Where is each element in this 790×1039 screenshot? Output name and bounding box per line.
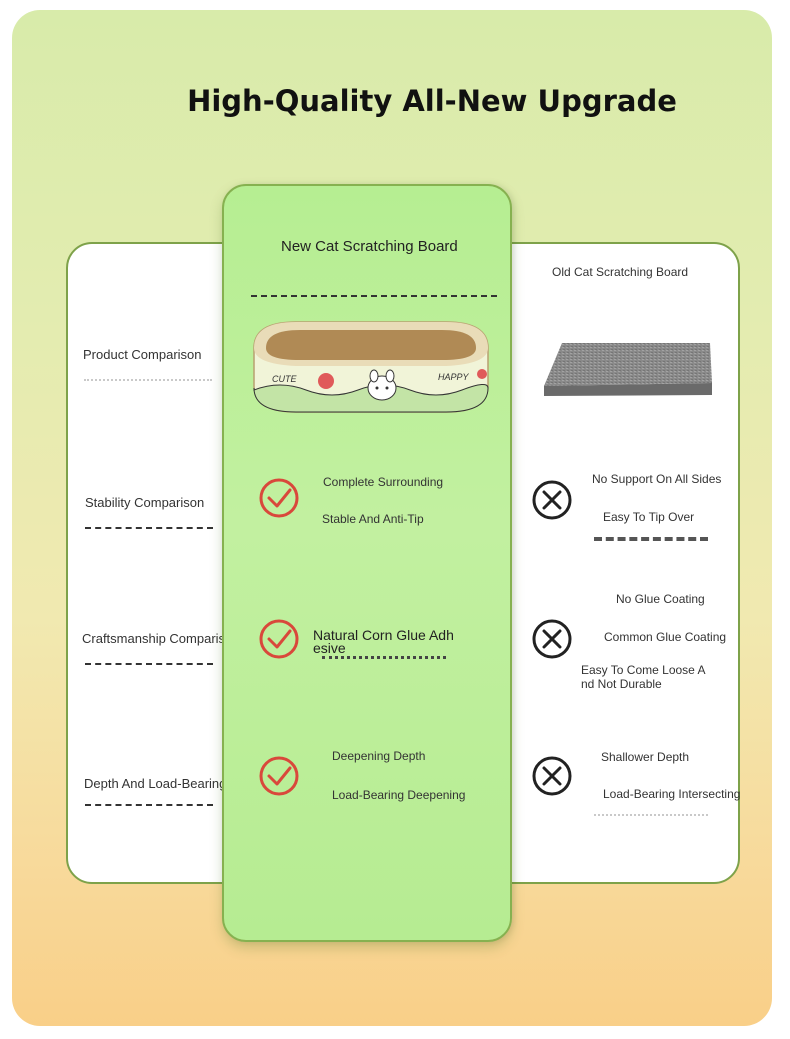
check-circle-icon <box>259 478 299 518</box>
old-board-image <box>544 343 712 396</box>
page-title: High-Quality All-New Upgrade <box>187 84 677 118</box>
divider <box>85 804 213 806</box>
new-stability-line-2: Stable And Anti-Tip <box>322 512 424 526</box>
new-board-heading: New Cat Scratching Board <box>281 238 458 255</box>
old-stability-line-1: No Support On All Sides <box>592 472 722 486</box>
divider <box>85 663 213 665</box>
new-depth-line-1: Deepening Depth <box>332 749 426 763</box>
new-craft-line-2: esive <box>313 640 346 656</box>
x-circle-icon <box>532 619 572 659</box>
old-craft-line-4: nd Not Durable <box>581 677 662 691</box>
old-craft-line-3: Easy To Come Loose A <box>581 663 706 677</box>
new-stability-line-1: Complete Surrounding <box>323 475 444 489</box>
x-circle-icon <box>532 756 572 796</box>
check-circle-icon <box>259 756 299 796</box>
old-board-heading: Old Cat Scratching Board <box>552 265 689 279</box>
product-print-cute: CUTE <box>272 374 297 384</box>
label-product-comparison: Product Comparison <box>83 347 202 362</box>
old-depth-line-2: Load-Bearing Intersecting <box>603 787 741 801</box>
label-stability-comparison: Stability Comparison <box>85 495 205 510</box>
product-print-happy: HAPPY <box>438 372 469 382</box>
divider <box>322 656 446 659</box>
old-craft-line-1: No Glue Coating <box>616 592 705 606</box>
new-board-card <box>222 184 512 942</box>
divider <box>84 379 212 381</box>
old-craft-line-2: Common Glue Coating <box>604 630 727 644</box>
divider <box>594 814 708 816</box>
old-depth-line-1: Shallower Depth <box>601 750 690 764</box>
label-depth-load-bearing: Depth And Load-Bearing <box>84 776 227 791</box>
new-board-image <box>253 321 489 413</box>
label-craftsmanship-comparison: Craftsmanship Comparison <box>82 631 240 646</box>
check-circle-icon <box>259 619 299 659</box>
new-depth-line-2: Load-Bearing Deepening <box>332 788 466 802</box>
x-circle-icon <box>532 480 572 520</box>
divider <box>85 527 213 529</box>
divider <box>251 295 497 297</box>
new-craft-line-1: Natural Corn Glue Adh <box>313 627 454 643</box>
old-stability-line-2: Easy To Tip Over <box>603 510 695 524</box>
divider <box>594 537 708 541</box>
